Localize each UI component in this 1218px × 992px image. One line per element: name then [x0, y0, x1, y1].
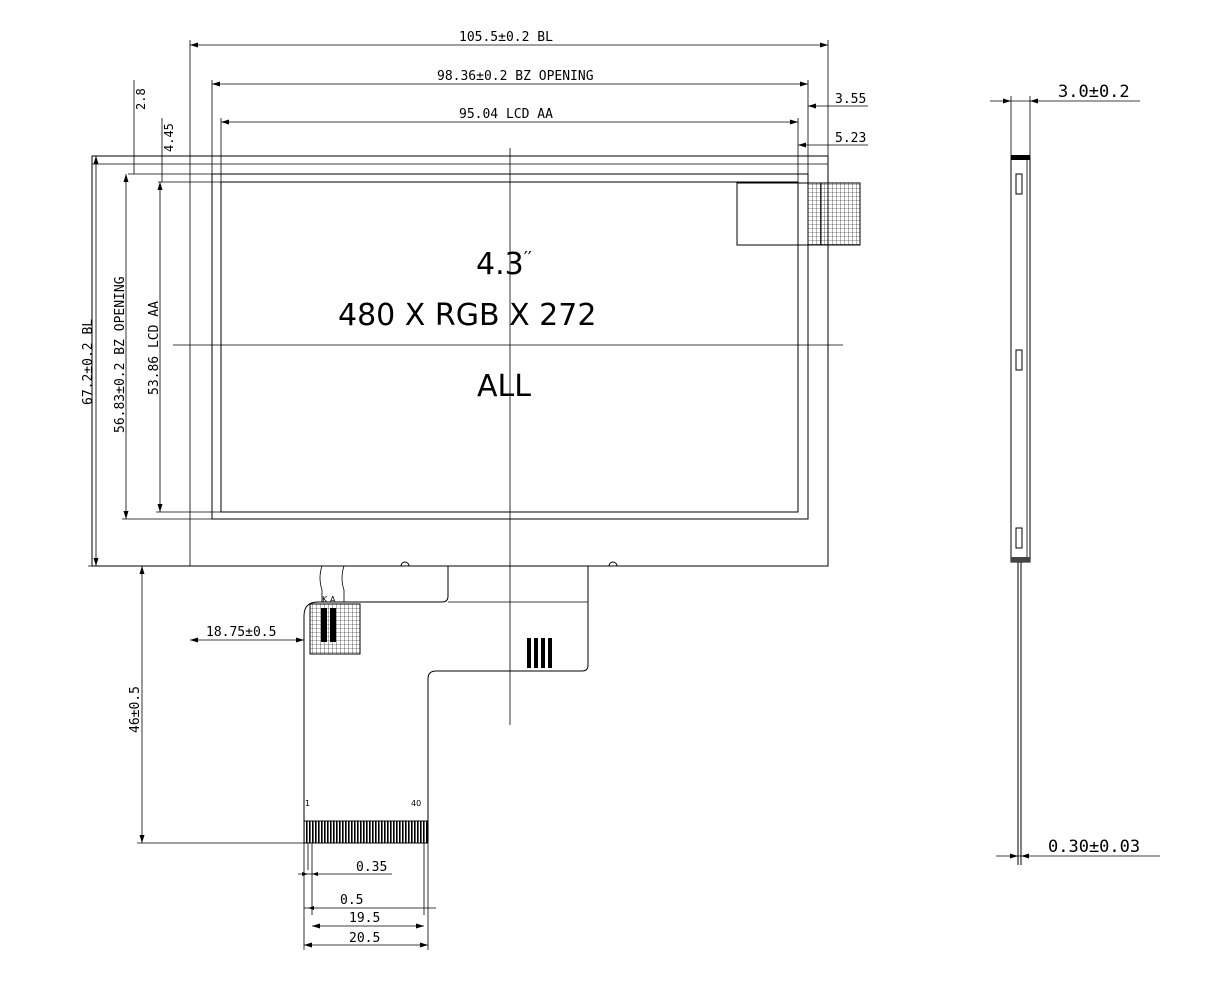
bz-opening-width-dimension: 98.36±0.2 BZ OPENING: [437, 69, 594, 84]
lcd-aa-height-dimension: 53.86 LCD AA: [147, 301, 162, 395]
fpc-dimensions: 18.75±0.5 46±0.5 0.35 0.5 19.5 20.5: [128, 566, 436, 948]
lcd-aa-width-dimension: 95.04 LCD AA: [459, 107, 553, 122]
top-offset-2-dimension: 4.45: [162, 123, 176, 152]
top-dimensions: 105.5±0.2 BL 98.36±0.2 BZ OPENING 95.04 …: [189, 30, 868, 566]
pin-width-dimension: 0.35: [356, 860, 387, 875]
bl-width-dimension: 105.5±0.2 BL: [459, 30, 553, 45]
pin-pitch-dimension: 0.5: [340, 893, 363, 908]
side-clip-3: [1015, 527, 1023, 549]
resolution-label: 480 X RGB X 272: [338, 298, 596, 333]
component-3: [541, 638, 545, 668]
pin-span-dimension: 19.5: [349, 911, 380, 926]
lcd-active-area-outline: [220, 181, 799, 513]
thickness-dimension: 3.0±0.2: [1058, 82, 1130, 102]
right-offset-2-dimension: 5.23: [835, 131, 866, 146]
notch-left: [400, 561, 410, 567]
component-2: [534, 638, 538, 668]
component-4: [548, 638, 552, 668]
fpc-length-dimension: 46±0.5: [128, 686, 143, 733]
bl-height-dimension: 67.2±0.2 BL: [81, 319, 96, 405]
left-dimensions: 2.8 4.45 67.2±0.2 BL 56.83±0.2 BZ OPENIN…: [81, 80, 221, 567]
right-offset-1-dimension: 3.55: [835, 92, 866, 107]
variant-label: ALL: [477, 369, 531, 404]
backlight-outline: [91, 155, 829, 567]
led-k-label: K: [322, 595, 328, 604]
pin-last-label: 40: [411, 799, 421, 808]
fpc-thickness-dimension: 0.30±0.03: [1048, 837, 1140, 857]
fpc-width-dimension: 20.5: [349, 931, 380, 946]
touch-connector-grid: [807, 182, 861, 246]
fpc-tail: K A 1 40: [303, 565, 589, 950]
side-clip-2: [1015, 349, 1023, 371]
notch-right: [608, 561, 618, 567]
fpc-contacts: [303, 820, 429, 844]
pin-first-label: 1: [305, 799, 310, 808]
fpc-offset-dimension: 18.75±0.5: [206, 625, 276, 640]
top-offset-1-dimension: 2.8: [134, 88, 148, 110]
led-a-label: A: [330, 595, 336, 604]
screen-size-label: 4.3′′: [476, 247, 532, 282]
component-1: [527, 638, 531, 668]
side-view: 3.0±0.2 0.30±0.03: [990, 82, 1160, 865]
side-clip-1: [1015, 173, 1023, 195]
bz-opening-height-dimension: 56.83±0.2 BZ OPENING: [113, 276, 128, 433]
center-labels: 4.3′′ 480 X RGB X 272 ALL: [338, 247, 596, 404]
front-view: [91, 148, 861, 725]
